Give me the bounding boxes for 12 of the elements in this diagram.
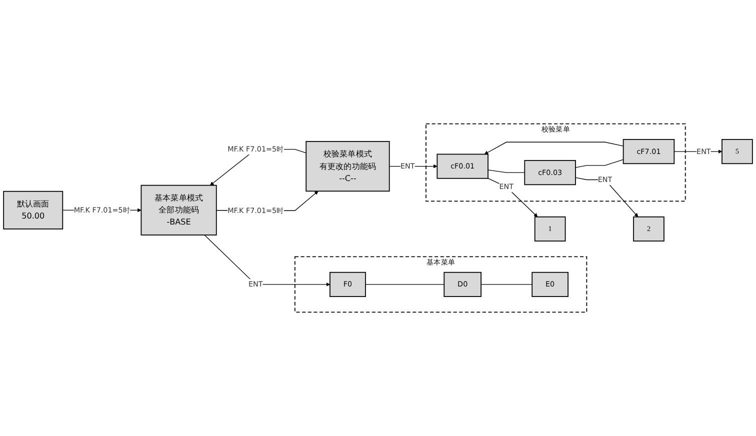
node-box: 基本菜单模式 全部功能码 -BASE bbox=[140, 184, 217, 236]
arrow bbox=[389, 164, 438, 168]
arrow bbox=[488, 178, 538, 218]
connector bbox=[488, 170, 525, 173]
arrow bbox=[575, 177, 638, 218]
arrow bbox=[204, 234, 330, 286]
node-box: 校验菜单模式 有更改的功能码 --C-- bbox=[306, 141, 390, 192]
connector bbox=[365, 284, 444, 285]
connector bbox=[480, 284, 532, 285]
connector bbox=[575, 159, 624, 168]
node-box: 默认画面 50.00 bbox=[3, 190, 64, 230]
arrow bbox=[484, 142, 624, 154]
